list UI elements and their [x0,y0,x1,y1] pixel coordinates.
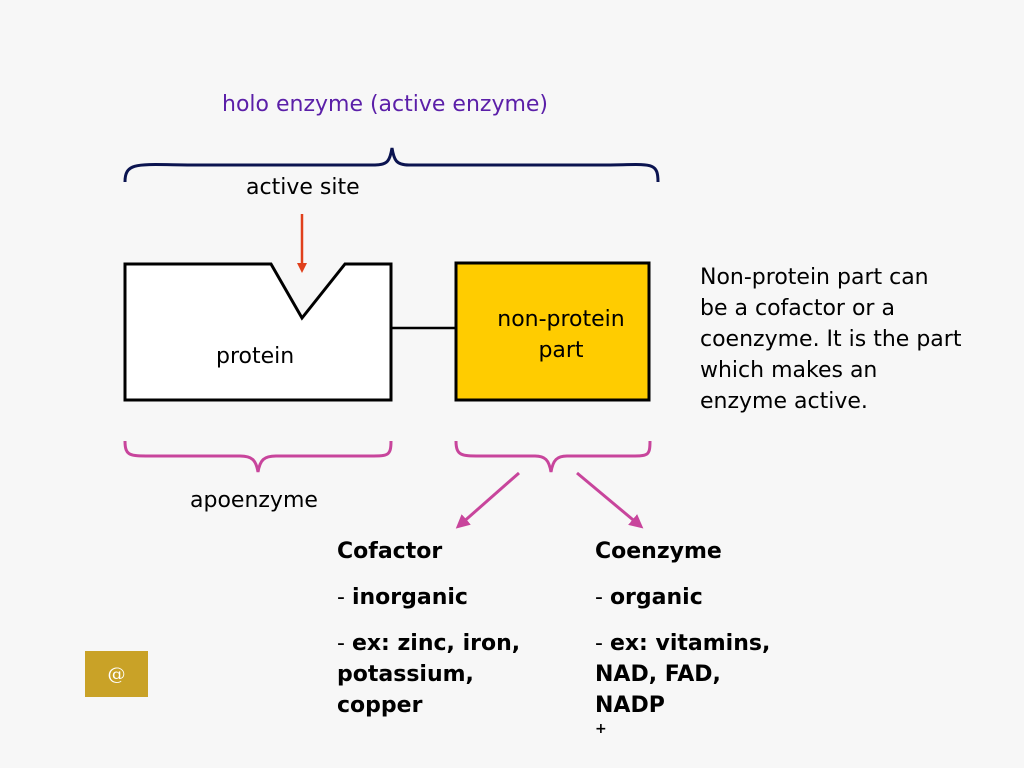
side-note-line: which makes an [700,358,878,383]
nadp-superscript: + [595,720,607,737]
side-note: Non-protein part can be a cofactor or a … [700,262,1000,417]
active-site-label: active site [246,175,360,200]
apoenzyme-label: apoenzyme [190,488,318,513]
apoenzyme-brace [123,440,393,473]
nonprotein-box [454,261,651,402]
nonprotein-label: non-protein part [486,304,636,366]
coenzyme-examples: - ex: vitamins, NAD, FAD, NADP + [595,628,855,752]
cofactor-item: - inorganic [337,582,597,613]
coenzyme-examples-line: NAD, FAD, [595,662,721,687]
coenzyme-type: organic [609,585,703,610]
nonprotein-brace [454,440,652,473]
cofactor-type: inorganic [351,585,468,610]
coenzyme-arrow [576,471,644,529]
protein-box [123,262,393,402]
coenzyme-column: Coenzyme - organic - ex: vitamins, NAD, … [595,536,855,767]
side-note-line: Non-protein part can [700,265,929,290]
side-note-line: be a cofactor or a [700,296,895,321]
coenzyme-heading: Coenzyme [595,539,722,564]
nonprotein-label-line: non-protein [497,307,625,332]
side-note-line: enzyme active. [700,389,868,414]
coenzyme-examples-line: ex: vitamins, [609,631,771,656]
holo-enzyme-brace [123,147,660,183]
cofactor-examples-line: copper [337,693,423,718]
nonprotein-label-line: part [538,338,584,363]
coenzyme-item: - organic [595,582,855,613]
cofactor-arrow [455,471,520,529]
bullet-dash: - [337,631,352,656]
protein-label: protein [216,344,295,369]
cofactor-examples-line: potassium, [337,662,474,687]
bullet-dash: - [595,585,610,610]
cofactor-examples-line: ex: zinc, iron, [351,631,521,656]
nadp-text: NADP [595,693,665,718]
footer-badge[interactable]: @ [85,651,148,697]
cofactor-examples: - ex: zinc, iron, potassium, copper [337,628,597,721]
side-note-line: coenzyme. It is the part [700,327,962,352]
coenzyme-examples-line-nadp: NADP + [595,690,855,752]
bullet-dash: - [337,585,352,610]
holo-enzyme-title: holo enzyme (active enzyme) [222,92,549,117]
cofactor-heading: Cofactor [337,539,443,564]
cofactor-column: Cofactor - inorganic - ex: zinc, iron, p… [337,536,597,736]
bullet-dash: - [595,631,610,656]
